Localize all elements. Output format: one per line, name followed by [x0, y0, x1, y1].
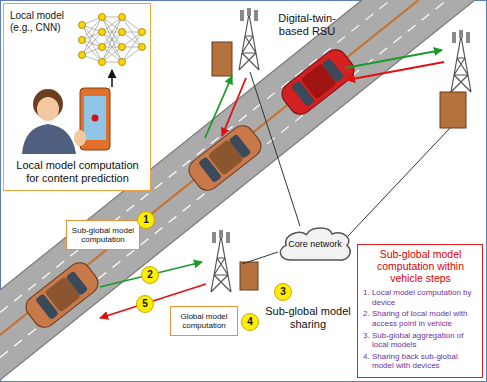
rsu-tower: [226, 232, 230, 243]
phone-icon: [84, 96, 106, 140]
cloud-outline: [280, 228, 350, 260]
sharing-label: Sub-global model sharing: [262, 305, 354, 330]
neural-network: [139, 29, 146, 36]
steps-panel: Sub-global model computation within vehi…: [357, 244, 483, 378]
callout-number: 5: [142, 299, 148, 309]
process-box: Global model computation: [170, 306, 238, 336]
rsu-tower: [211, 230, 231, 292]
vehicle-car: [278, 45, 359, 119]
neural-network: [99, 29, 106, 36]
cloud-text: Core network: [288, 239, 342, 249]
callout-number: 1: [137, 211, 155, 229]
step-item: 4. Sharing back sub-global model with de…: [363, 352, 478, 371]
rsu-building: [240, 262, 258, 290]
neural-network: [139, 44, 146, 51]
vehicle-car: [198, 156, 222, 183]
rsu-tower: [239, 8, 259, 70]
process-box: Sub-global model computation: [66, 220, 140, 250]
person-figure: [22, 89, 76, 154]
neural-network: [119, 59, 126, 66]
steps-title: Sub-global model computation within vehi…: [363, 248, 478, 284]
callout-number: 2: [141, 266, 159, 284]
vehicle-car: [35, 293, 59, 320]
phone-icon: [74, 88, 110, 150]
neural-network: [119, 14, 126, 21]
rsu-tower: [212, 232, 216, 243]
rsu-tower: [240, 10, 244, 21]
neural-network: [99, 44, 106, 51]
callout-number: 2: [147, 270, 153, 280]
vehicle-car: [22, 258, 103, 332]
phone-icon: [92, 115, 99, 122]
neural-network: [79, 37, 86, 44]
step-item: 2. Sharing of local model with access po…: [363, 309, 478, 328]
rsu-tower: [452, 32, 456, 43]
rsu-tower: [239, 14, 259, 70]
callout-number: 3: [280, 287, 286, 297]
model-label: Local model (e.g., CNN): [10, 10, 72, 33]
person-figure: [22, 124, 76, 154]
neural-network: [99, 14, 106, 21]
neural-network: [99, 59, 106, 66]
vehicle-car: [22, 258, 103, 332]
neural-network: [119, 29, 126, 36]
backhaul-link: [348, 128, 450, 236]
callout-number: 4: [247, 317, 253, 327]
vehicle-car: [322, 58, 345, 83]
backhaul-link: [242, 72, 450, 264]
vehicle-car: [278, 45, 359, 119]
neural-network: [79, 52, 86, 59]
vehicle-car: [185, 121, 266, 195]
callout-number: 3: [274, 283, 292, 301]
neural-network: [79, 14, 146, 88]
rsu-tower: [254, 10, 258, 21]
neural-network: [119, 44, 126, 51]
step-item: 3. Sub-global aggregation of local model…: [363, 331, 478, 350]
rsu-building: [212, 42, 232, 76]
wireless-link: [100, 262, 202, 287]
rsu-tower: [451, 30, 471, 92]
neural-network: [111, 70, 113, 87]
vehicle-car: [66, 271, 89, 296]
box-text: Global model computation: [174, 312, 234, 330]
rsu-tower: [219, 230, 223, 238]
person-figure: [37, 97, 59, 121]
vehicle-car: [185, 121, 266, 195]
panel-ground: [3, 3, 151, 191]
rsu-tower: [451, 36, 471, 92]
backhaul-link: [250, 72, 300, 226]
callout-number: 5: [136, 295, 154, 313]
rsu-tower: [466, 32, 470, 43]
rsu-label: Digital-twin-based RSU: [266, 12, 348, 37]
vehicle-car: [229, 134, 252, 159]
rsu-building: [440, 92, 466, 128]
callout-number: 1: [143, 215, 149, 225]
callout-number: 4: [241, 313, 259, 331]
rsu-tower: [459, 30, 463, 38]
rsu-tower: [247, 8, 251, 16]
model-panel: Local model (e.g., CNN) Local model compu…: [3, 3, 151, 191]
wireless-link: [205, 76, 232, 138]
step-item: 1. Local model computation by device: [363, 288, 478, 307]
wireless-link: [222, 78, 246, 136]
neural-network: [79, 22, 86, 29]
vehicle-car: [291, 80, 315, 107]
backhaul-link: [242, 252, 278, 264]
wireless-link: [347, 62, 444, 80]
box-text: Sub-global model computation: [70, 226, 136, 244]
road: [0, 0, 419, 335]
phone-icon: [74, 130, 86, 146]
cloud-shape: Core network: [276, 224, 354, 264]
neural-network: [82, 17, 142, 62]
neural-network: [79, 14, 146, 66]
rsu-tower: [211, 236, 231, 292]
caption-text: Local model computation for content pred…: [10, 159, 145, 185]
